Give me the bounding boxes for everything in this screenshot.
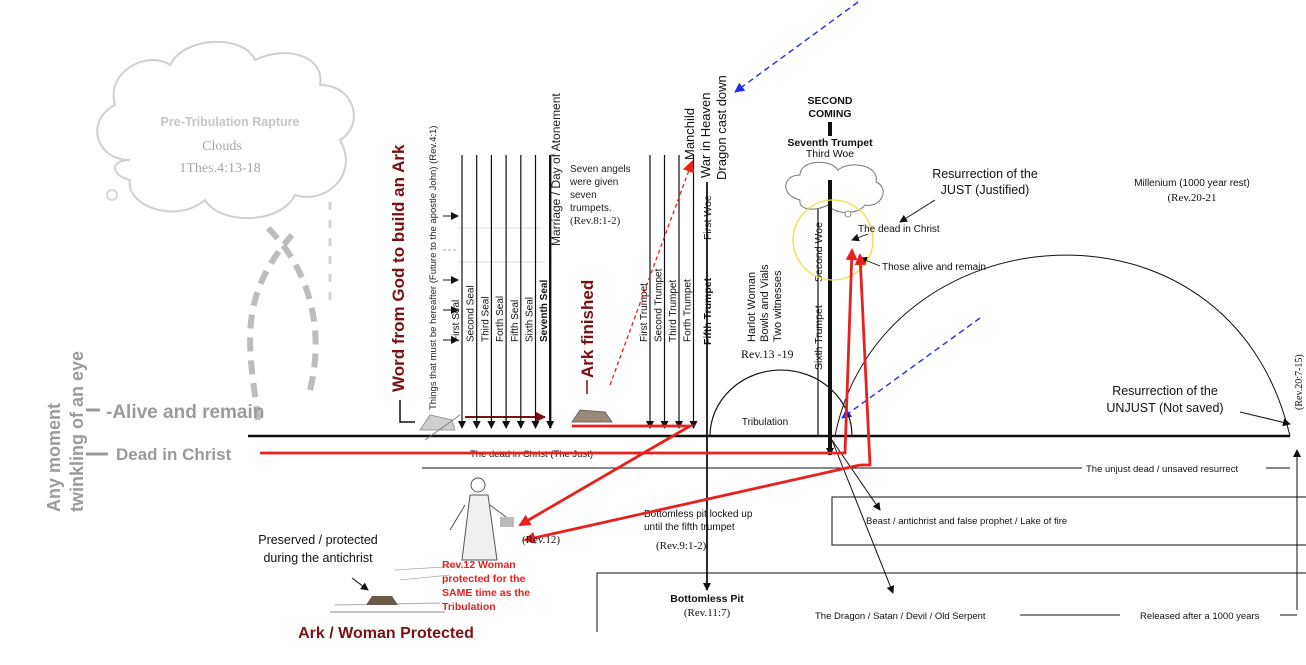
rapture-title: Pre-Tribulation Rapture	[161, 115, 300, 129]
resurrection-just-2: JUST (Justified)	[941, 183, 1030, 197]
svg-text:(Rev.8:1-2): (Rev.8:1-2)	[570, 215, 621, 227]
seal-label-6: Sixth Seal	[525, 297, 536, 342]
dead-in-christ-small-label: The dead in Christ	[858, 224, 940, 235]
alive-remain-label: -Alive and remain	[106, 402, 264, 423]
dead-in-christ-label: Dead in Christ	[116, 445, 232, 464]
rapture-clouds: Clouds	[202, 139, 242, 154]
preserved-1: Preserved / protected	[258, 533, 378, 547]
red-arrow-paths	[260, 248, 872, 544]
svg-text:Seven angels: Seven angels	[570, 164, 631, 175]
bottomless-locked-1: Bottomless pit locked up	[644, 509, 753, 520]
rapture-dashed-paths	[247, 200, 332, 421]
dragon-label: The Dragon / Satan / Devil / Old Serpent	[815, 611, 986, 622]
seal-label-7: Seventh Seal	[539, 280, 550, 342]
things-hereafter-label: Things that must be hereafter (Future to…	[428, 126, 439, 410]
beast-label: Beast / antichrist and false prophet / L…	[866, 516, 1067, 527]
woman-figure	[449, 477, 514, 561]
manchild-block: Manchild War in Heaven Dragon cast down	[682, 75, 729, 180]
third-woe-label: Third Woe	[806, 148, 854, 160]
seal-label-2: Second Seal	[466, 285, 477, 342]
released-label: Released after a 1000 years	[1140, 611, 1260, 622]
ark-on-water-sketch	[330, 565, 461, 613]
svg-text:trumpets.: trumpets.	[570, 203, 612, 214]
seventh-trumpet-label: Seventh Trumpet	[787, 137, 873, 149]
trumpet-label-3: Third Trumpet	[668, 280, 679, 342]
ark-sketch-2	[571, 409, 613, 423]
svg-text:Rev.12 Woman: Rev.12 Woman	[442, 559, 516, 571]
svg-text:were given: were given	[569, 177, 618, 188]
trumpet-label-1: First Trumpet	[639, 283, 650, 342]
trumpet-label-4: Forth Trumpet	[683, 279, 694, 342]
those-alive-label: Those alive and remain	[882, 262, 986, 273]
svg-text:Manchild: Manchild	[682, 108, 697, 160]
millenium-ref: (Rev.20-21	[1167, 192, 1216, 204]
bottomless-pit-label: Bottomless Pit	[670, 593, 744, 605]
second-coming-cloud	[785, 161, 884, 218]
twinkling-label: twinkling of an eye	[67, 351, 87, 512]
svg-text:Dragon cast down: Dragon cast down	[714, 75, 729, 180]
resurrection-just-1: Resurrection of the	[932, 167, 1038, 181]
rev13-label: Rev.13 -19	[741, 347, 794, 361]
seal-label-3: Third Seal	[480, 296, 491, 342]
svg-text:SAME time as the: SAME time as the	[442, 587, 530, 599]
ark-woman-protected-label: Ark / Woman Protected	[298, 625, 474, 642]
marriage-label: Marriage / Day of Atonement	[549, 93, 563, 246]
ark-finished-label: Ark finished	[578, 280, 597, 378]
dead-just-label: The dead in Christ (The Just)	[470, 449, 593, 460]
rapture-cloud: Pre-Tribulation Rapture Clouds 1Thes.4:1…	[96, 40, 355, 220]
blue-arrow-top	[734, 1, 859, 93]
svg-text:Tribulation: Tribulation	[442, 601, 496, 613]
svg-text:Harlot Woman: Harlot Woman	[746, 272, 758, 342]
svg-text:Two witnesses: Two witnesses	[772, 270, 784, 342]
seven-angels-block: Seven angels were given seven trumpets. …	[569, 164, 631, 227]
bottomless-pit-ref: (Rev.11:7)	[684, 607, 731, 619]
preserved-2: during the antichrist	[263, 551, 373, 565]
rapture-ref: 1Thes.4:13-18	[179, 161, 260, 176]
bottomless-locked-2: until the fifth trumpet	[644, 522, 735, 533]
seal-label-4: Forth Seal	[495, 296, 506, 342]
harlot-block: Harlot Woman Bowls and Vials Two witness…	[746, 264, 784, 342]
svg-text:protected for the: protected for the	[442, 573, 526, 585]
svg-text:War in Heaven: War in Heaven	[698, 93, 713, 179]
yellow-highlight-circle	[792, 199, 874, 281]
first-woe-label: First Woe	[702, 195, 714, 240]
blue-arrow-bottom	[841, 317, 981, 419]
svg-text:Bowls and Vials: Bowls and Vials	[759, 264, 771, 342]
sixth-trumpet-label: Sixth Trumpet	[813, 305, 825, 370]
trumpet-label-2: Second Trumpet	[654, 268, 665, 342]
second-woe-label: Second Woe	[813, 222, 825, 282]
ark-sketch-1	[419, 414, 461, 441]
millenium-arch	[834, 254, 1291, 437]
red-dashed-arrow	[609, 160, 695, 386]
rev12-woman-block: Rev.12 Woman protected for the SAME time…	[442, 559, 530, 613]
second-coming-1: SECOND	[808, 95, 853, 107]
millenium-label: Millenium (1000 year rest)	[1134, 178, 1250, 189]
rev12-label: (Rev.12)	[522, 534, 560, 546]
second-coming-2: COMING	[808, 108, 851, 120]
word-from-god-label: Word from God to build an Ark	[389, 144, 408, 392]
rev20-side-label: (Rev.20:7-15)	[1294, 354, 1305, 410]
unjust-dead-label: The unjust dead / unsaved resurrect	[1086, 464, 1238, 475]
fifth-trumpet-label: Fifth Trumpet	[702, 277, 714, 345]
resurrection-unjust-2: UNJUST (Not saved)	[1106, 401, 1223, 415]
bottomless-locked-3: (Rev.9:1-2)	[656, 540, 707, 552]
svg-text:seven: seven	[570, 190, 597, 201]
any-moment-label: Any moment	[44, 403, 64, 512]
seal-label-5: Fifth Seal	[510, 300, 521, 342]
tribulation-label: Tribulation	[742, 417, 788, 428]
resurrection-unjust-1: Resurrection of the	[1112, 384, 1218, 398]
seal-label-1: First Seal	[451, 300, 462, 342]
